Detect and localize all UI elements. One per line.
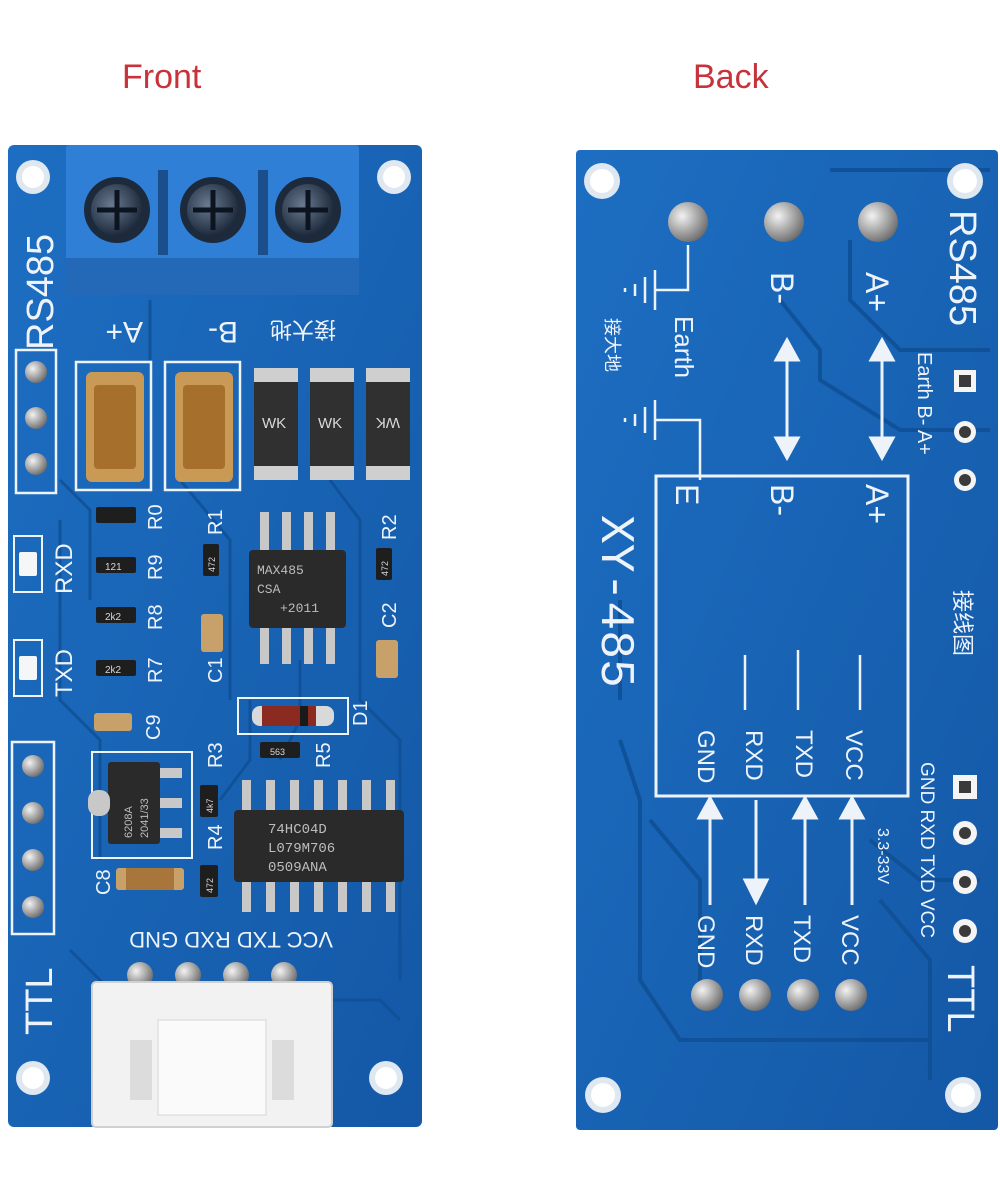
tvs-mark: WK <box>318 415 342 432</box>
ttl-connector <box>91 962 333 1128</box>
max485-ic: MAX485 CSA +2011 <box>249 512 346 664</box>
front-rs485-header <box>14 348 58 495</box>
box-label-b: B- <box>764 484 800 516</box>
tvs-mark: WK <box>262 415 286 432</box>
regulator-line: 6208A <box>123 806 135 838</box>
box-bottom-labels: GND RXD TXD VCC <box>692 730 867 783</box>
led-label-rxd: RXD <box>51 543 78 594</box>
smd-code: 2k2 <box>105 665 122 676</box>
reference-designators: R0 R9 R8 R7 C9 R1 R2 C1 C2 D1 R3 R5 R4 C… <box>93 504 401 895</box>
box-label-vcc: VCC <box>840 730 867 781</box>
bottom-label-rxd: RXD <box>740 915 767 966</box>
ref-r1: R1 <box>205 509 227 535</box>
rs485-pad-labels: Earth B- A+ <box>913 352 935 455</box>
back-rs485-pads <box>954 370 976 491</box>
front-ttl-label: TTL <box>19 967 61 1035</box>
bottom-label-vcc: VCC <box>836 915 863 966</box>
box-label-txd: TXD <box>790 730 817 778</box>
box-label-gnd: GND <box>692 730 719 783</box>
led-label-txd: TXD <box>51 649 78 697</box>
rs485-arrows <box>773 336 896 462</box>
ref-r3: R3 <box>205 742 227 768</box>
back-pin-label-b: B- <box>764 272 800 304</box>
smd-code: 472 <box>207 557 217 572</box>
front-ttl-header <box>10 740 56 936</box>
terminal-label-earth: 接大地 <box>270 317 336 342</box>
module-wiring <box>743 650 862 710</box>
smd-code: 563 <box>270 747 285 757</box>
smd-code: 121 <box>105 562 122 573</box>
ic1-line: +2011 <box>280 601 319 616</box>
back-ttl-label: TTL <box>939 965 981 1033</box>
ic1-line: MAX485 <box>257 563 304 578</box>
ttl-pad-labels: GND RXD TXD VCC <box>916 762 937 938</box>
smd-resistors: 121 2k2 2k2 472 472 563 472 4k7 <box>94 507 398 897</box>
back-rs485-label: RS485 <box>941 210 983 326</box>
front-ttl-pin-labels: VCC TXD RXD GND <box>129 927 333 952</box>
ref-r2: R2 <box>379 514 401 540</box>
smd-code: 4k7 <box>205 798 215 813</box>
ref-c9: C9 <box>143 714 165 740</box>
tvs-mark: WK <box>376 414 400 431</box>
back-mounting-holes <box>584 163 983 1113</box>
module-outline <box>654 474 910 798</box>
status-leds: RXD TXD <box>13 535 78 697</box>
back-board: RS485 Earth 接大地 B- A+ E B- A+ XY-485 <box>576 150 998 1130</box>
connector-solder-joints <box>691 979 867 1011</box>
ref-c2: C2 <box>379 602 401 628</box>
ttl-arrows <box>696 794 866 906</box>
ref-c8: C8 <box>93 869 115 895</box>
earth-cn-label: 接大地 <box>602 318 622 372</box>
front-board: RS485 A+ B- 接大地 <box>8 145 422 1128</box>
model-label: XY-485 <box>587 515 641 688</box>
front-rs485-label: RS485 <box>20 234 62 350</box>
box-label-rxd: RXD <box>740 730 767 781</box>
front-heading: Front <box>122 58 202 96</box>
ref-c1: C1 <box>205 657 227 683</box>
terminal-label-b: B- <box>208 315 238 348</box>
ic1-line: CSA <box>257 582 281 597</box>
diode-d1 <box>237 697 349 735</box>
back-ttl-bottom-labels: GND RXD TXD VCC <box>692 915 863 968</box>
box-label-e: E <box>669 484 705 505</box>
ic2-line: 74HC04D <box>268 822 327 838</box>
wiring-diagram-label: 接线图 <box>950 590 975 656</box>
front-terminal-labels: A+ B- 接大地 <box>105 315 336 348</box>
earth-label: Earth <box>669 316 699 378</box>
box-label-a: A+ <box>859 484 895 524</box>
back-pin-label-a: A+ <box>859 272 895 312</box>
ref-r5: R5 <box>313 742 335 768</box>
back-ttl-pads <box>953 775 977 943</box>
74hc04-ic: 74HC04D L079M706 0509ANA <box>234 780 404 912</box>
ref-r9: R9 <box>145 554 167 580</box>
front-mounting-holes <box>16 160 411 1095</box>
smd-code: 472 <box>380 561 390 576</box>
ref-r0: R0 <box>145 504 167 530</box>
ref-r4: R4 <box>205 824 227 850</box>
bottom-label-gnd: GND <box>692 915 719 968</box>
ref-r7: R7 <box>145 657 167 683</box>
regulator-line: 2041/33 <box>139 798 151 838</box>
smd-code: 2k2 <box>105 612 122 623</box>
earth-symbols <box>623 245 702 480</box>
tvs-diodes: WK WK WK <box>254 368 410 480</box>
ref-d1: D1 <box>350 700 372 726</box>
screw-terminal-block <box>66 145 359 295</box>
ic2-line: 0509ANA <box>268 860 327 876</box>
bottom-label-txd: TXD <box>788 915 815 963</box>
back-pcb <box>576 150 998 1130</box>
terminal-label-a: A+ <box>105 315 143 348</box>
smd-code: 472 <box>205 878 215 893</box>
ref-r8: R8 <box>145 604 167 630</box>
terminal-solder-joints <box>668 202 898 242</box>
common-mode-chokes <box>74 360 242 492</box>
voltage-label: 3.3-33V <box>874 828 891 884</box>
voltage-regulator: 6208A 2041/33 <box>88 751 193 859</box>
ic2-line: L079M706 <box>268 841 335 857</box>
back-heading: Back <box>693 58 769 96</box>
